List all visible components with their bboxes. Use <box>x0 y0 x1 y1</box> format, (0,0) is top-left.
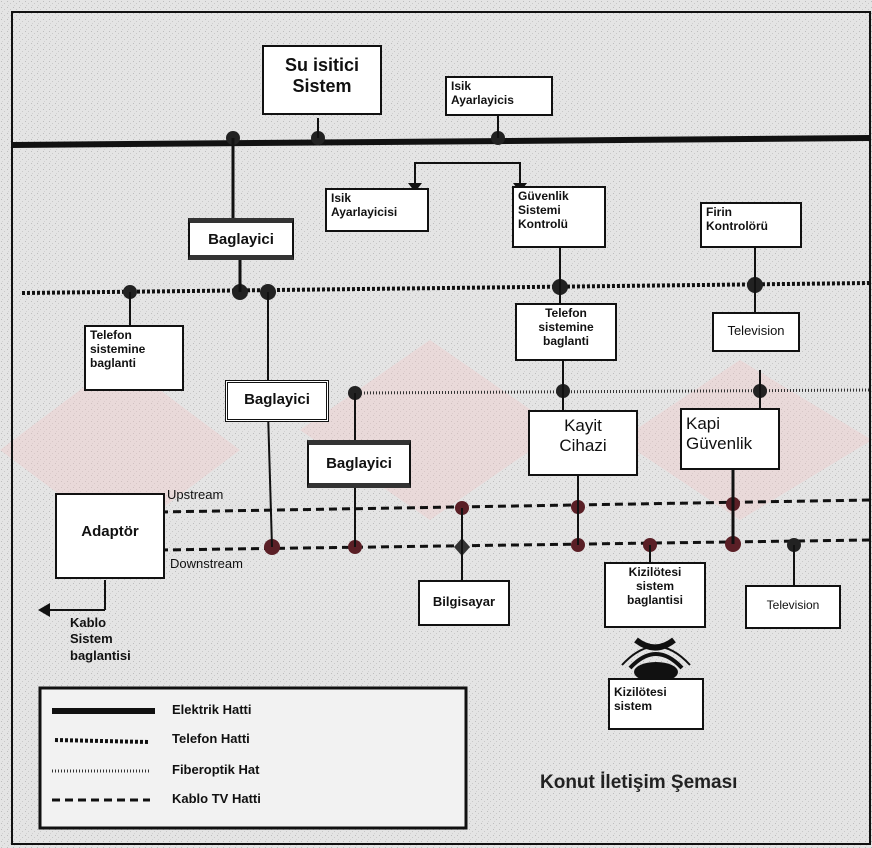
security-control-node: Güvenlik Sistemi Kontrolü <box>512 186 606 248</box>
node-label: Sistem <box>292 75 352 96</box>
node-label: baglantisi <box>626 592 683 607</box>
door-security-node: Kapi Güvenlik <box>680 408 780 470</box>
node-label: Kontrolü <box>518 216 568 231</box>
electric-main-line <box>11 135 871 148</box>
node-label: Sistemi <box>518 202 561 217</box>
node-label: Baglayici <box>244 391 310 408</box>
node-label: sistemine <box>538 319 594 334</box>
connector-3-node: Baglayici <box>307 440 411 488</box>
cable-system-label-line: Kablo <box>70 615 107 630</box>
outer-frame <box>11 11 871 845</box>
link-line <box>267 411 273 548</box>
ir-signal-icon <box>628 652 684 670</box>
upstream-label: Upstream <box>167 487 224 502</box>
node-label: Güvenlik <box>686 433 753 453</box>
node-label: Television <box>766 598 820 612</box>
node-label: Bilgisayar <box>432 594 496 609</box>
connector-2-node: Baglayici <box>225 380 329 422</box>
node-label: Kayit <box>564 416 602 435</box>
node-label: sistemine <box>90 341 146 356</box>
node-label: Güvenlik <box>518 189 569 203</box>
downstream-label: Downstream <box>170 556 243 571</box>
ir-signal-icon <box>621 645 691 666</box>
node-label: Cihazi <box>559 435 607 455</box>
connector-1-node: Baglayici <box>188 218 294 260</box>
legend-label-cable: Kablo TV Hatti <box>172 791 261 806</box>
node-label: baglanti <box>90 355 137 370</box>
diagram-title: Konut İletişim Şeması <box>540 772 738 793</box>
arrow-left-icon <box>38 603 50 617</box>
legend-label-electric: Elektrik Hatti <box>172 702 252 717</box>
fiber-line <box>354 388 871 395</box>
oven-control-node: Firin Kontrolörü <box>700 202 802 248</box>
light-dimmer-mid-node: Isik Ayarlayicisi <box>325 188 429 232</box>
node-label: Firin <box>706 205 732 219</box>
ir-signal-icon <box>634 662 678 682</box>
cable-upstream-line <box>159 498 871 514</box>
node-label: sistem <box>614 698 653 713</box>
recorder-node: Kayit Cihazi <box>528 410 638 476</box>
television-top-node: Television <box>712 312 800 352</box>
legend-phone-swatch <box>54 738 149 744</box>
television-bottom-node: Television <box>745 585 841 629</box>
node-label: Telefon <box>545 306 587 320</box>
legend-label-fiber: Fiberoptik Hat <box>172 762 260 777</box>
node-label: Ayarlayicisi <box>331 204 398 219</box>
node-label: Isik <box>451 79 472 93</box>
node-label: Su isitici <box>284 55 360 75</box>
cable-system-label-line: baglantisi <box>70 647 131 663</box>
link-line <box>414 162 521 185</box>
node-label: Telefon <box>90 328 132 342</box>
light-dimmer-top-node: Isik Ayarlayicis <box>445 76 553 116</box>
node-label: Kizilötesi <box>628 565 682 579</box>
phone-line <box>21 281 871 295</box>
node-label: Kapi <box>686 414 721 433</box>
cable-system-label-line: Sistem <box>70 631 113 647</box>
node-label: Ayarlayicis <box>451 92 514 107</box>
ir-system-node: Kizilötesi sistem <box>608 678 704 730</box>
node-label: Isik <box>331 191 352 205</box>
node-label: Kizilötesi <box>614 685 667 699</box>
node-label: Adaptör <box>81 523 139 540</box>
phone-connection-left-node: Telefon sistemine baglanti <box>84 325 184 391</box>
arrow-icon <box>408 183 422 192</box>
node-label: Television <box>727 323 785 338</box>
ir-connection-node: Kizilötesi sistem baglantisi <box>604 562 706 628</box>
node-label: Baglayici <box>208 231 274 248</box>
legend-label-phone: Telefon Hatti <box>172 731 250 746</box>
water-heater-node: Su isitici Sistem <box>262 45 382 115</box>
node-label: baglanti <box>542 333 589 348</box>
node-label: Baglayici <box>326 455 392 472</box>
phone-connection-mid-node: Telefon sistemine baglanti <box>515 303 617 361</box>
node-label: Kontrolörü <box>706 218 768 233</box>
cable-system-label: Kablo Sistem baglantisi <box>70 615 131 664</box>
node-label: sistem <box>635 578 675 593</box>
computer-node: Bilgisayar <box>418 580 510 626</box>
adapter-node: Adaptör <box>55 493 165 579</box>
